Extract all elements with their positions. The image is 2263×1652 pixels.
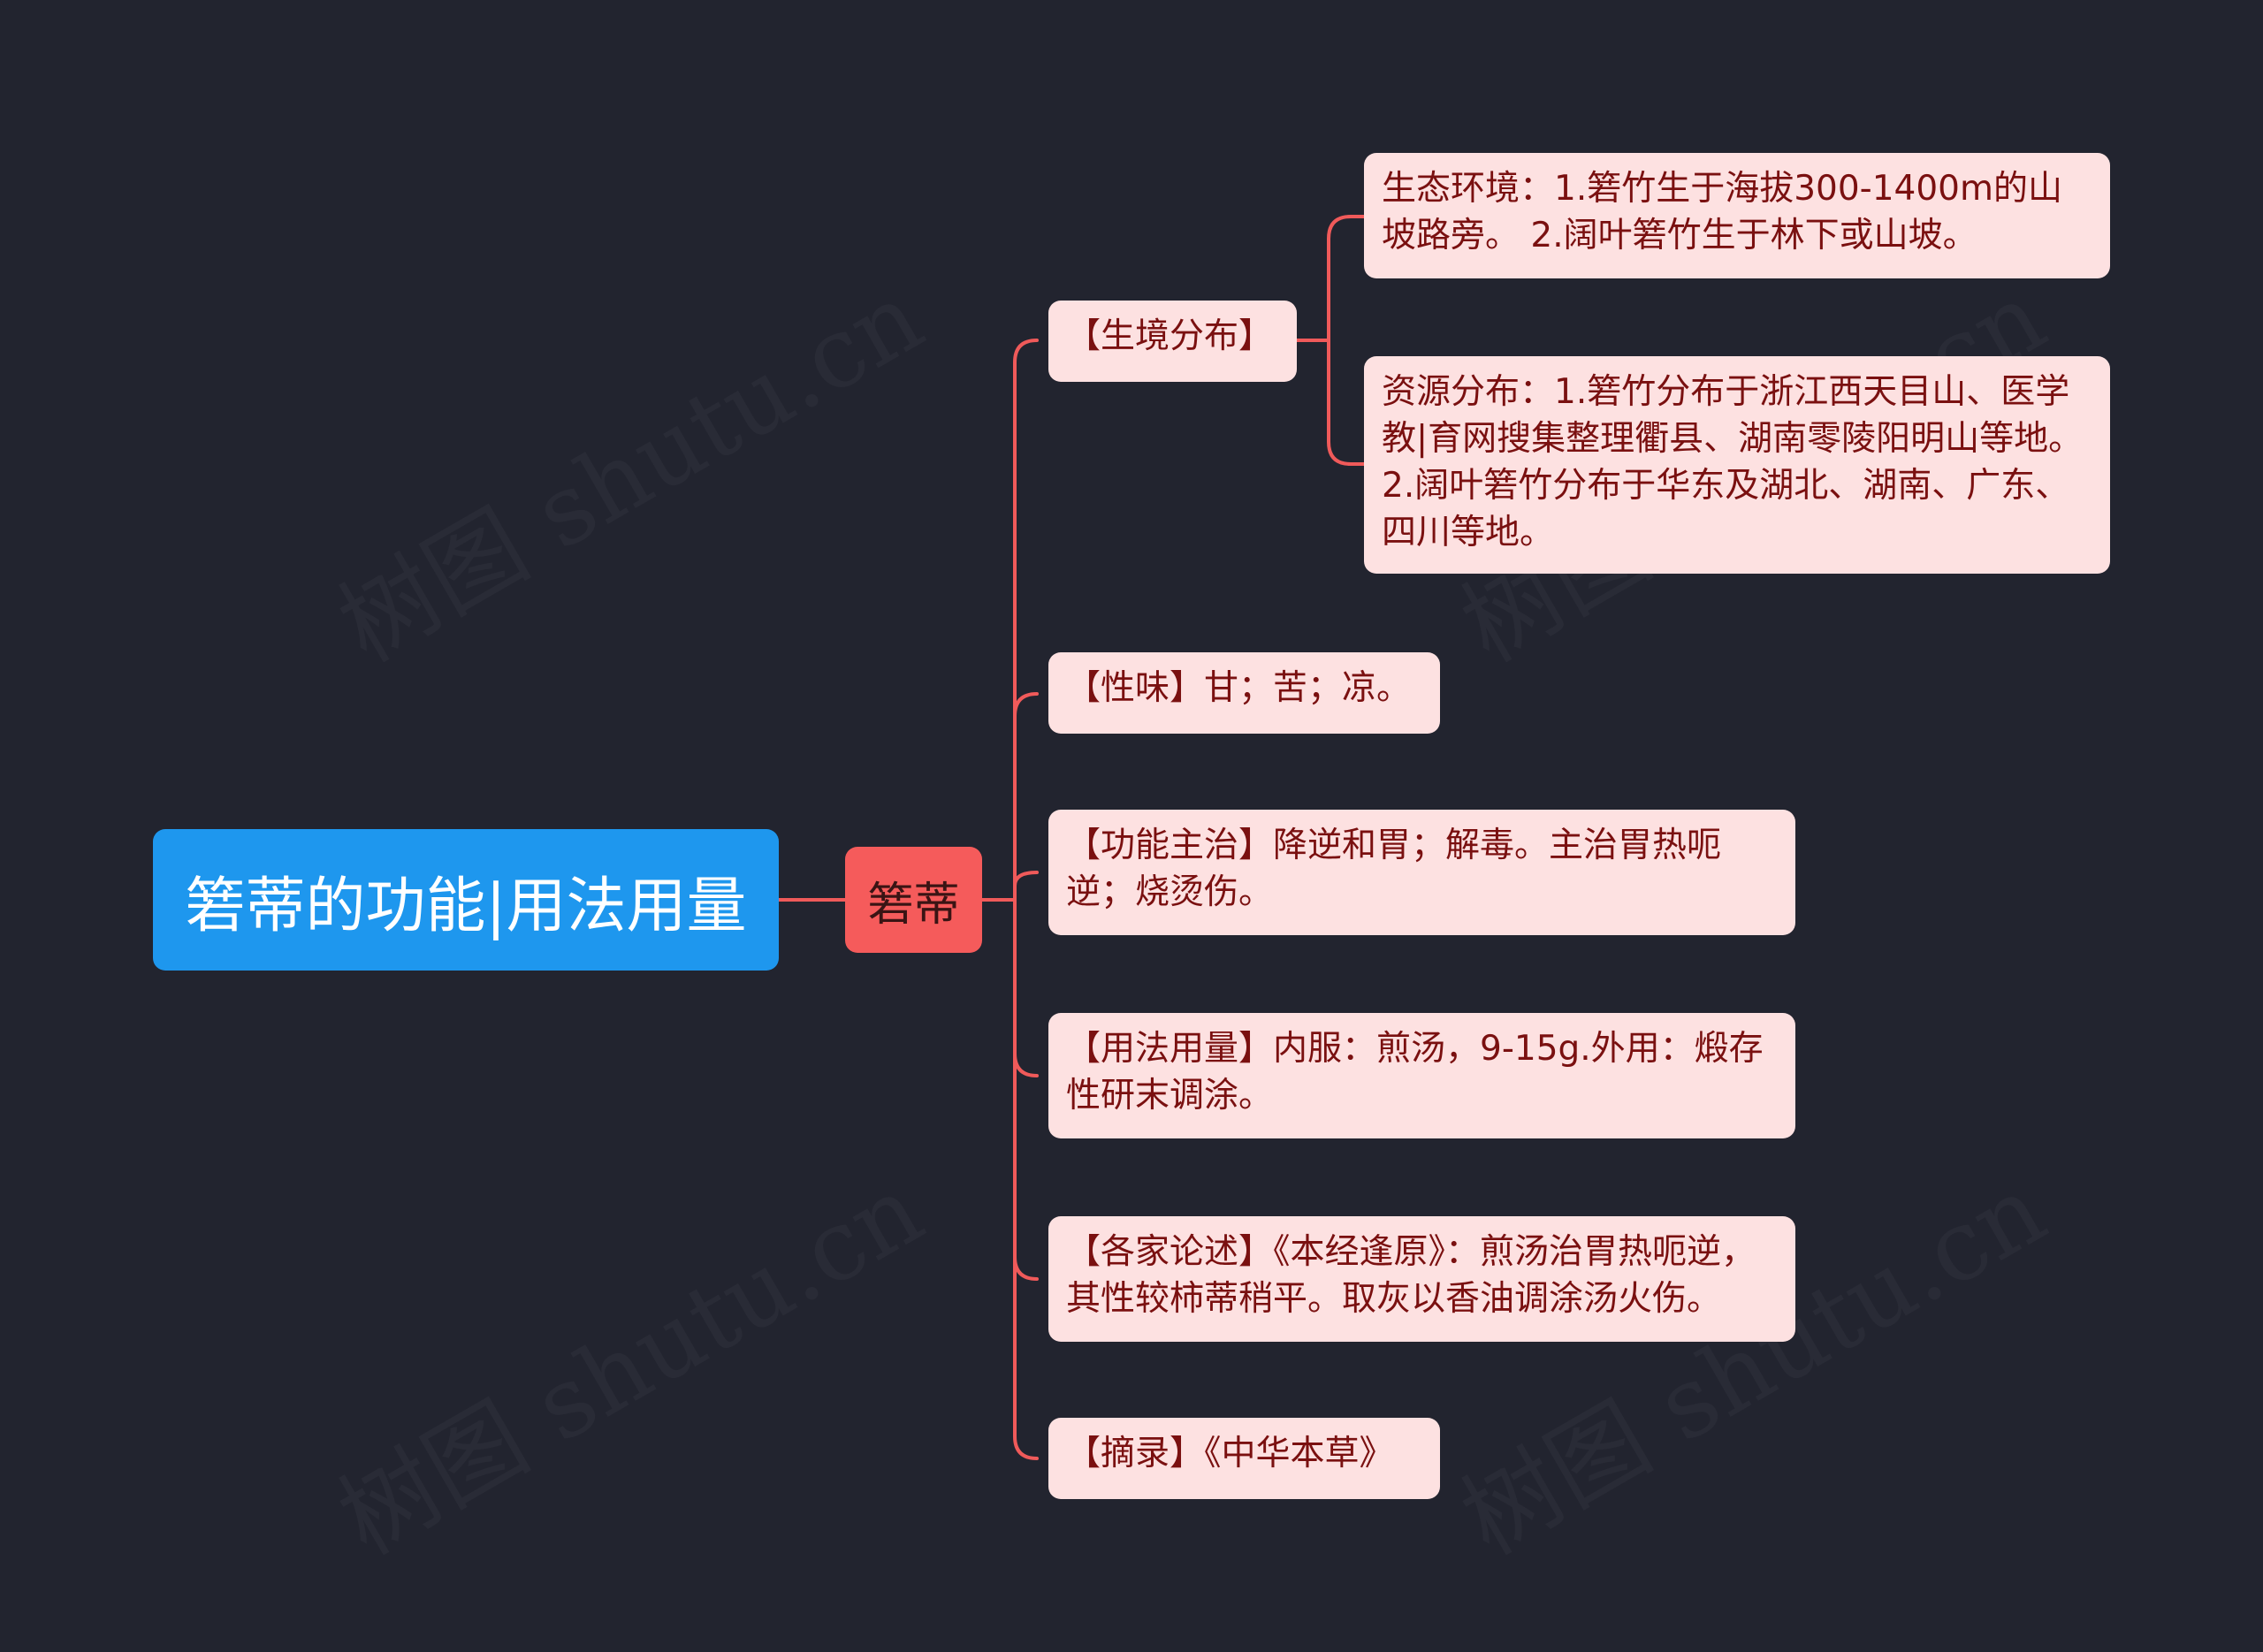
link-branch-5 — [1013, 1255, 1039, 1281]
leaf-text: 资源分布：1.箬竹分布于浙江西天目山、医学教|育网搜集整理衢县、湖南零陵阳明山等… — [1382, 372, 2084, 552]
branch-habitat[interactable]: 【生境分布】 — [1048, 301, 1297, 382]
habitat-distribution[interactable]: 资源分布：1.箬竹分布于浙江西天目山、医学教|育网搜集整理衢县、湖南零陵阳明山等… — [1364, 356, 2110, 574]
hub-topic[interactable]: 箬蒂 — [845, 847, 982, 953]
root-topic[interactable]: 箬蒂的功能|用法用量 — [153, 829, 779, 971]
habitat-ecology[interactable]: 生态环境：1.箬竹生于海拔300-1400m的山坡路旁。 2.阔叶箬竹生于林下或… — [1364, 153, 2110, 278]
branch-label: 【摘录】《中华本草》 — [1066, 1434, 1394, 1473]
branch-taste[interactable]: 【性味】甘；苦；凉。 — [1048, 652, 1440, 734]
branch-function[interactable]: 【功能主治】降逆和胃；解毒。主治胃热呃逆；烧烫伤。 — [1048, 810, 1795, 935]
branch-label: 【生境分布】 — [1066, 316, 1274, 356]
branch-trunk — [1013, 339, 1039, 1460]
link-habitat-to-children — [1295, 215, 1366, 466]
branch-label: 【各家论述】《本经逢原》：煎汤治胃热呃逆，其性较柿蒂稍平。取灰以香油调涂汤火伤。 — [1066, 1232, 1756, 1319]
root-topic-label: 箬蒂的功能|用法用量 — [185, 871, 747, 941]
branch-excerpt[interactable]: 【摘录】《中华本草》 — [1048, 1418, 1440, 1499]
branch-label: 【功能主治】降逆和胃；解毒。主治胃热呃逆；烧烫伤。 — [1066, 826, 1722, 912]
link-branch-2 — [1013, 692, 1039, 718]
branch-label: 【用法用量】内服：煎汤，9-15g.外用：煅存性研末调涂。 — [1066, 1029, 1764, 1115]
branch-label: 【性味】甘；苦；凉。 — [1066, 668, 1412, 708]
leaf-text: 生态环境：1.箬竹生于海拔300-1400m的山坡路旁。 2.阔叶箬竹生于林下或… — [1382, 169, 2062, 255]
branch-commentary[interactable]: 【各家论述】《本经逢原》：煎汤治胃热呃逆，其性较柿蒂稍平。取灰以香油调涂汤火伤。 — [1048, 1216, 1795, 1342]
branch-dosage[interactable]: 【用法用量】内服：煎汤，9-15g.外用：煅存性研末调涂。 — [1048, 1013, 1795, 1138]
link-branch-4 — [1013, 1052, 1039, 1077]
hub-topic-label: 箬蒂 — [867, 878, 960, 932]
link-branch-3 — [1013, 871, 1039, 887]
